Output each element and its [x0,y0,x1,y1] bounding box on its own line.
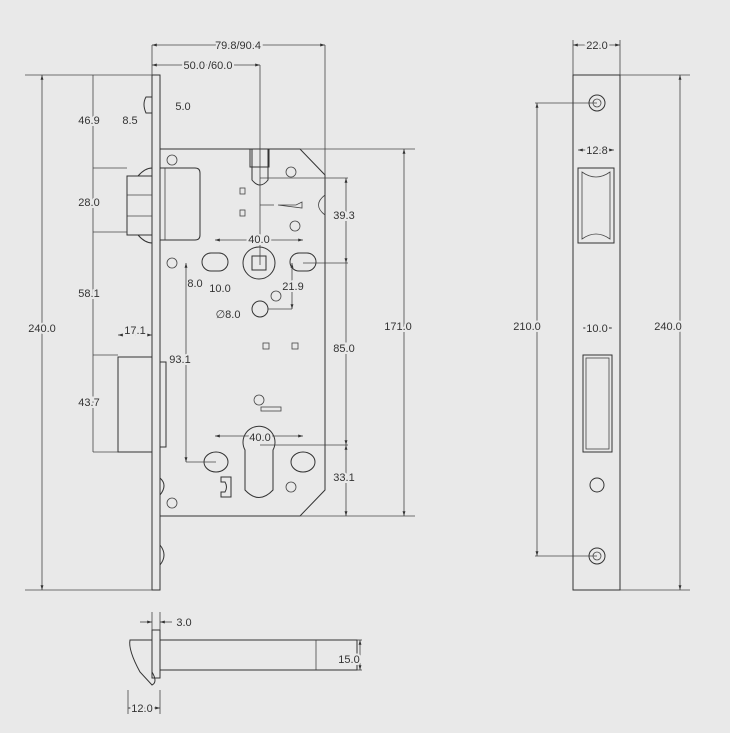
stud [143,96,152,114]
screw-icons [166,154,301,509]
dim-height: 240.0 [28,323,56,335]
dim-hole-diameter: ∅8.0 [216,309,241,321]
dim-top-to-latch: 46.9 [78,115,99,127]
dim-overall-width: 79.8/90.4 [215,40,261,52]
dim-bolt-slot-width: 10.0 [586,323,607,335]
dim-hole-span: 93.1 [169,354,190,366]
dim-top-to-handle: 39.3 [333,210,354,222]
bolt-slot [582,354,613,453]
dim-cylinder-to-bottom: 33.1 [333,472,354,484]
dim-stud-width: 8.5 [122,115,137,127]
latch-slot [577,167,615,244]
dim-bolt-throw: 17.1 [124,325,145,337]
dim-latch-slot-width: 12.8 [586,145,607,157]
side-view: 79.8/90.4 50.0 /60.0 240.0 46.9 28.0 58.… [25,38,415,591]
dim-bolt-height: 43.7 [78,397,99,409]
lock-body [160,148,326,517]
dim-latch-to-bolt: 58.1 [78,288,99,300]
dim-screw-spacing: 210.0 [513,321,541,333]
faceplate-edge [151,74,161,591]
dim-faceplate-height: 240.0 [654,321,682,333]
dim-handle-hole-spacing: 40.0 [248,234,269,246]
dim-hole-offset: 21.9 [282,281,303,293]
dim-latch-height: 28.0 [78,197,99,209]
dim-stud-height: 5.0 [175,101,190,113]
dim-latch-length: 12.0 [131,703,152,715]
dim-hole-height: 8.0 [187,278,202,290]
deadbolt [117,356,167,453]
dim-cylinder-hole-spacing: 40.0 [249,432,270,444]
dim-handle-to-cylinder: 85.0 [333,343,354,355]
dim-hole-width: 10.0 [209,283,230,295]
dim-faceplate-width: 22.0 [586,40,607,52]
dim-latch-height: 15.0 [338,654,359,666]
dim-body-height: 171.0 [384,321,412,333]
faceplate-view: 22.0 12.8 10.0 210.0 240.0 [511,38,690,591]
dim-latch-thickness: 3.0 [176,617,191,629]
latch-top-view: 3.0 15.0 12.0 [127,612,362,717]
latch-bolt [126,167,201,244]
dim-backset: 50.0 /60.0 [184,60,233,72]
